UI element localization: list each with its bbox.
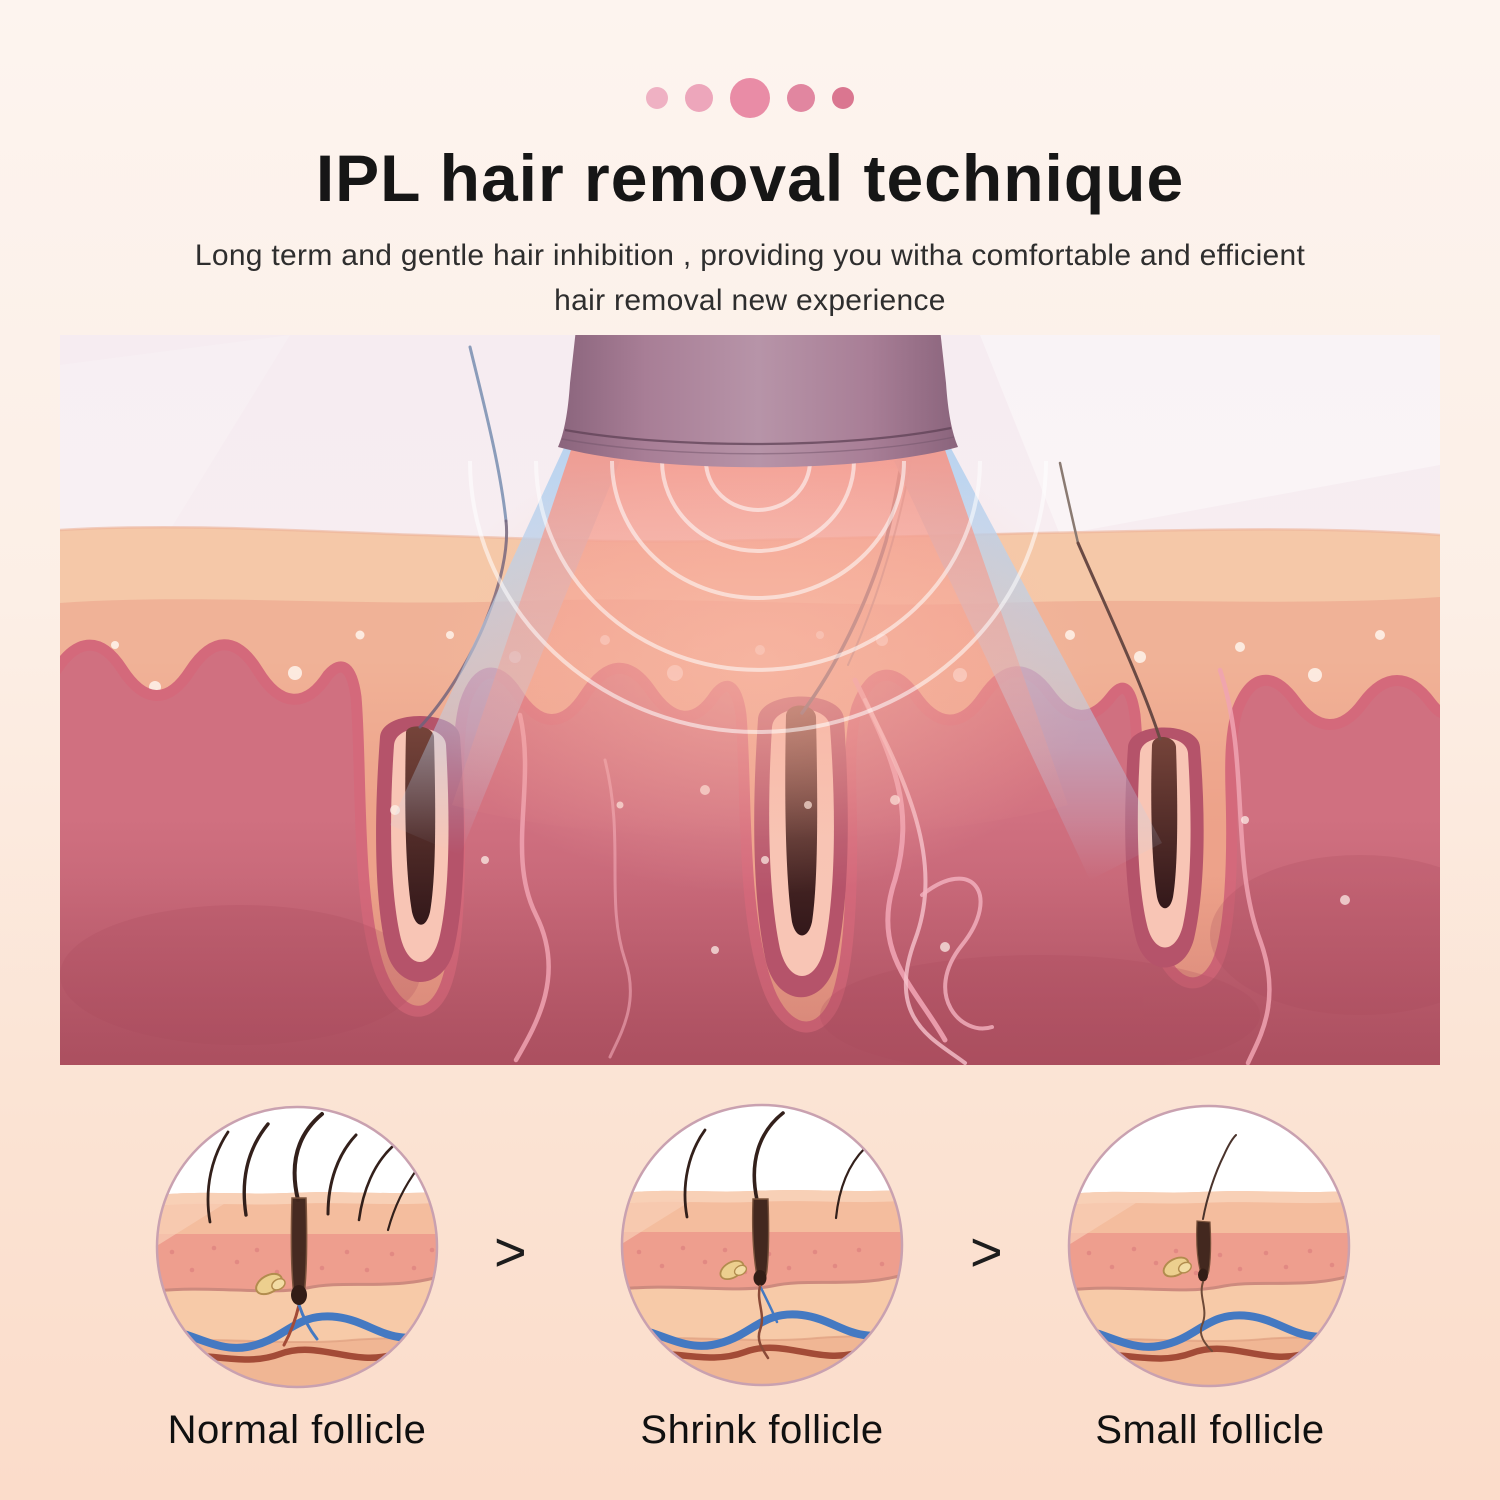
hairs-above-skin xyxy=(206,1112,420,1232)
dot xyxy=(832,87,854,109)
ipl-device-seam xyxy=(564,426,952,446)
page-subtitle: Long term and gentle hair inhibition , p… xyxy=(0,233,1500,323)
follicle-root xyxy=(290,1197,308,1305)
subtitle-line-1: Long term and gentle hair inhibition , p… xyxy=(194,239,1306,272)
stage-label-normal-follicle: Normal follicle xyxy=(167,1408,427,1452)
sebaceous-gland xyxy=(719,1259,748,1281)
dot xyxy=(646,87,668,109)
ipl-device xyxy=(558,335,958,468)
air-light-streak-left xyxy=(60,335,290,540)
stage-arrow-1: > xyxy=(494,1220,527,1283)
stage-arrow-2: > xyxy=(970,1220,1003,1283)
stage-circle-normal-follicle xyxy=(155,1105,439,1389)
skin-cross-section-illustration xyxy=(60,335,1440,1065)
hairs-above-skin xyxy=(683,1111,867,1220)
skin-glow xyxy=(420,435,1100,895)
stage-label-shrink-follicle: Shrink follicle xyxy=(640,1408,884,1452)
stage-label-small-follicle: Small follicle xyxy=(1095,1408,1325,1452)
stage-circle-small-follicle xyxy=(1067,1104,1351,1388)
dot xyxy=(787,84,815,112)
dermis-bottom-shading xyxy=(60,875,1440,1065)
hairs-above-skin xyxy=(1202,1134,1237,1220)
subtitle-line-2: hair removal new experience xyxy=(554,284,946,317)
follicle-root xyxy=(751,1198,770,1360)
dot xyxy=(685,84,713,112)
stage-circle-shrink-follicle xyxy=(620,1103,904,1387)
hair-follicle-right xyxy=(1125,727,1204,968)
light-ripple-arcs xyxy=(468,460,1048,734)
dot xyxy=(730,78,770,118)
sebaceous-gland xyxy=(255,1272,286,1296)
hair-strand-right xyxy=(1058,461,1162,741)
air-light-streak-right xyxy=(980,335,1440,535)
follicle-root xyxy=(1196,1220,1213,1352)
page-title: IPL hair removal technique xyxy=(315,141,1185,215)
decorative-dots xyxy=(0,76,1500,120)
sebaceous-gland xyxy=(1162,1256,1192,1278)
